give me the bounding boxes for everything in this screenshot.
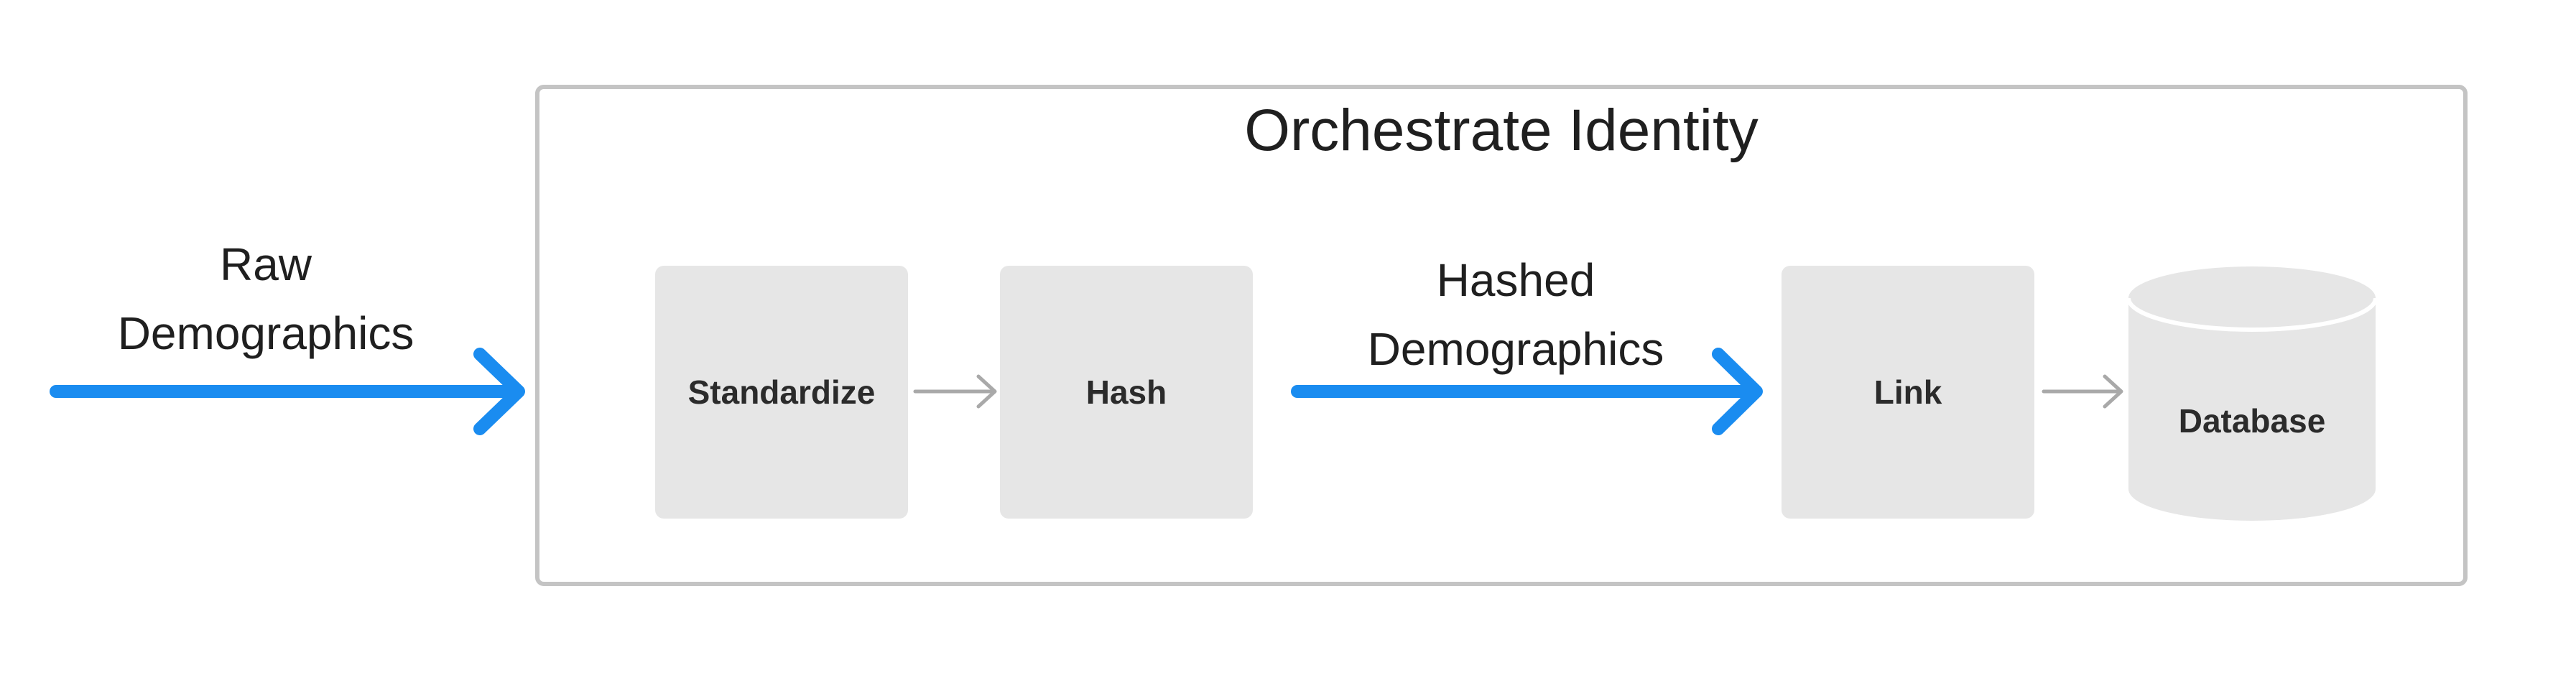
raw-demographics-line1: Raw (219, 238, 312, 290)
database-cylinder-icon (2126, 266, 2378, 521)
standardize-node: Standardize (655, 266, 908, 519)
orchestrate-identity-container (535, 85, 2468, 586)
hashed-demographics-line1: Hashed (1436, 254, 1595, 306)
hashed-demographics-line2: Demographics (1367, 323, 1664, 375)
hashed-demographics-label: Hashed Demographics (1329, 246, 1702, 384)
link-node: Link (1782, 266, 2034, 519)
database-label: Database (2178, 402, 2326, 440)
hash-node: Hash (1000, 266, 1253, 519)
raw-demographics-line2: Demographics (117, 307, 414, 359)
hashed-demographics-arrow (1291, 348, 1763, 435)
link-to-database-arrow (2042, 374, 2123, 409)
container-title: Orchestrate Identity (1244, 98, 1759, 163)
link-label: Link (1873, 373, 1942, 411)
raw-demographics-label: Raw Demographics (79, 230, 453, 368)
hash-label: Hash (1085, 373, 1167, 411)
raw-demographics-arrow (50, 348, 525, 435)
standardize-to-hash-arrow (913, 374, 997, 409)
standardize-label: Standardize (687, 373, 876, 411)
